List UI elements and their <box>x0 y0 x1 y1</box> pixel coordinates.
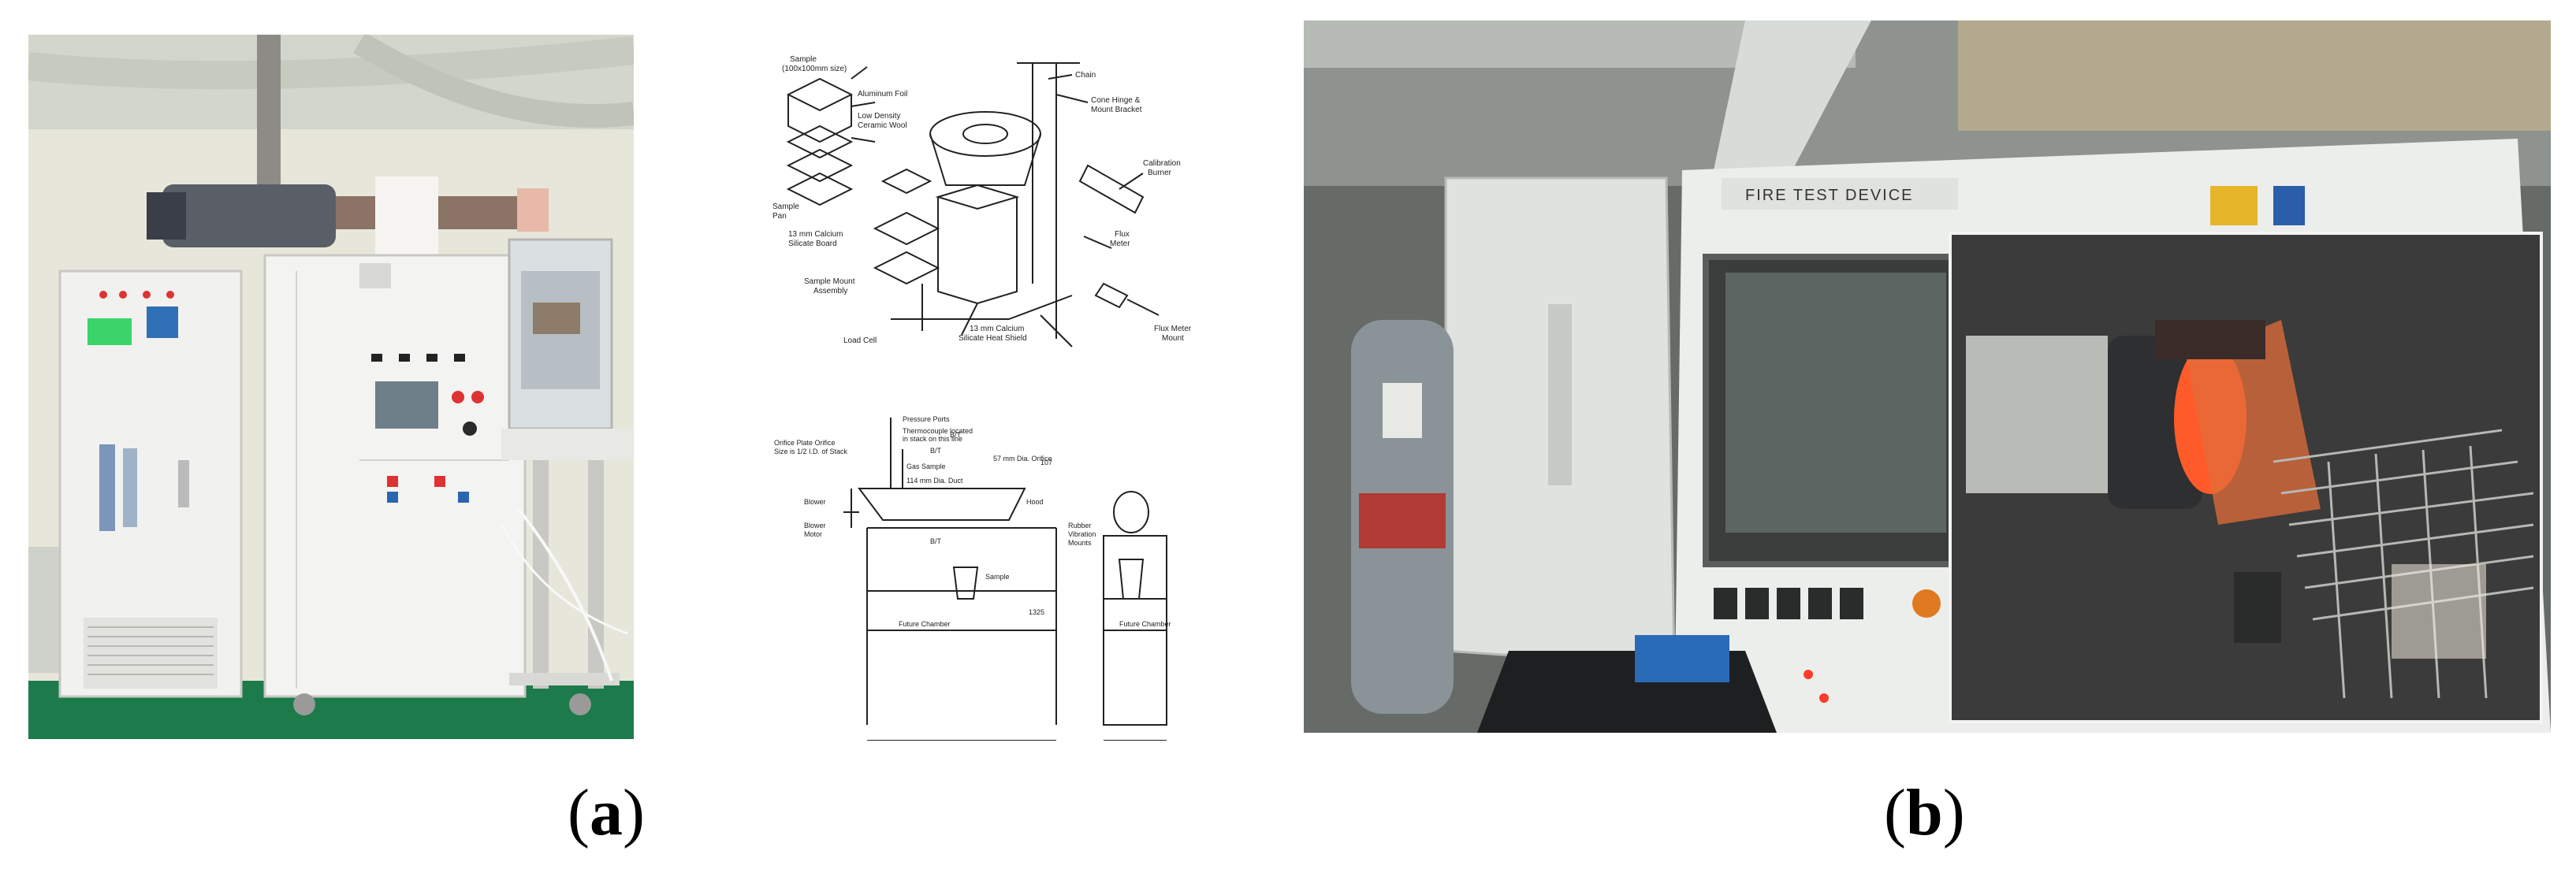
label-blower-motor-2: Motor <box>804 530 822 538</box>
label-orifice-plate: Orifice Plate Orifice <box>774 439 836 447</box>
label-mount-assembly-2: Assembly <box>813 287 847 295</box>
label-dim-6: B/T <box>930 537 942 545</box>
label-calibration-burner-2: Burner <box>1148 169 1172 177</box>
label-future-chamber: Future Chamber <box>899 620 951 628</box>
label-chain: Chain <box>1075 71 1096 80</box>
label-dim-4: B/T <box>950 431 962 439</box>
photo-fire-test-device: FIRE TEST DEVICE <box>1304 20 2551 733</box>
label-low-density: Low Density <box>858 112 900 121</box>
label-mount-assembly: Sample Mount <box>804 277 855 286</box>
cone-calorimeter-schematic: Sample (100x100mm size) Aluminum Foil Lo… <box>772 55 1192 741</box>
label-sample: Sample <box>790 55 817 64</box>
caption-a-letter: a <box>589 776 623 849</box>
label-aluminum-foil: Aluminum Foil <box>858 90 907 98</box>
cone-calorimeter-illustration <box>28 35 634 739</box>
label-thermocouple-2: in stack on this line <box>903 435 962 443</box>
label-blower-motor: Blower <box>804 522 826 529</box>
caption-b-open: ( <box>1884 776 1906 849</box>
label-cone-hinge: Cone Hinge & <box>1091 96 1141 105</box>
label-thermocouple: Thermocouple located <box>903 427 973 435</box>
label-dim-5: B/T <box>930 447 942 455</box>
device-nameplate: FIRE TEST DEVICE <box>1745 187 1914 204</box>
label-calibration-burner: Calibration <box>1143 159 1181 168</box>
label-rubber-mounts: Rubber <box>1068 522 1092 529</box>
label-future-chamber-side: Future Chamber <box>1119 620 1171 628</box>
label-stack-dia: 114 mm Dia. Duct <box>906 477 963 485</box>
schematic-diagrams: Sample (100x100mm size) Aluminum Foil Lo… <box>772 47 1214 741</box>
label-load-cell: Load Cell <box>843 336 877 345</box>
label-orifice-plate-2: Size is 1/2 I.D. of Stack <box>774 448 848 455</box>
label-flux-meter: Flux <box>1115 230 1130 239</box>
label-dim-7: 107 <box>1040 459 1052 466</box>
caption-a-open: ( <box>568 776 590 849</box>
label-dim-3: 1325 <box>1029 608 1044 616</box>
label-ceramic-wool: Ceramic Wool <box>858 121 907 130</box>
label-heat-shield: 13 mm Calcium <box>970 325 1024 333</box>
caption-a-close: ) <box>622 776 645 849</box>
caption-b-close: ) <box>1942 776 1965 849</box>
label-sample-bottom: Sample <box>985 573 1010 581</box>
label-sample-pan-2: Pan <box>772 212 787 221</box>
photo-cone-calorimeter <box>28 35 634 739</box>
label-sample-pan: Sample <box>772 202 799 211</box>
label-cone-hinge-2: Mount Bracket <box>1091 106 1142 114</box>
label-flux-meter-mount: Flux Meter <box>1154 325 1192 333</box>
label-pressure-ports: Pressure Ports <box>903 415 950 423</box>
label-heat-shield-2: Silicate Heat Shield <box>959 334 1027 343</box>
caption-b: (b) <box>1884 780 1965 846</box>
label-hood: Hood <box>1026 498 1044 506</box>
caption-a: (a) <box>568 780 645 846</box>
caption-b-letter: b <box>1905 776 1943 849</box>
label-flux-meter-2: Meter <box>1110 240 1130 248</box>
label-rubber-mounts-3: Mounts <box>1068 539 1092 547</box>
label-orifice-dia: 57 mm Dia. Orifice <box>993 455 1052 463</box>
label-calcium-board: 13 mm Calcium <box>788 230 843 239</box>
label-gas-sample: Gas Sample <box>906 463 946 470</box>
label-blower: Blower <box>804 498 826 506</box>
label-calcium-board-2: Silicate Board <box>788 240 837 248</box>
fire-test-device-illustration: FIRE TEST DEVICE <box>1304 20 2551 733</box>
label-rubber-mounts-2: Vibration <box>1068 530 1096 538</box>
label-flux-meter-mount-2: Mount <box>1162 334 1184 343</box>
label-sample-size: (100x100mm size) <box>782 65 847 73</box>
